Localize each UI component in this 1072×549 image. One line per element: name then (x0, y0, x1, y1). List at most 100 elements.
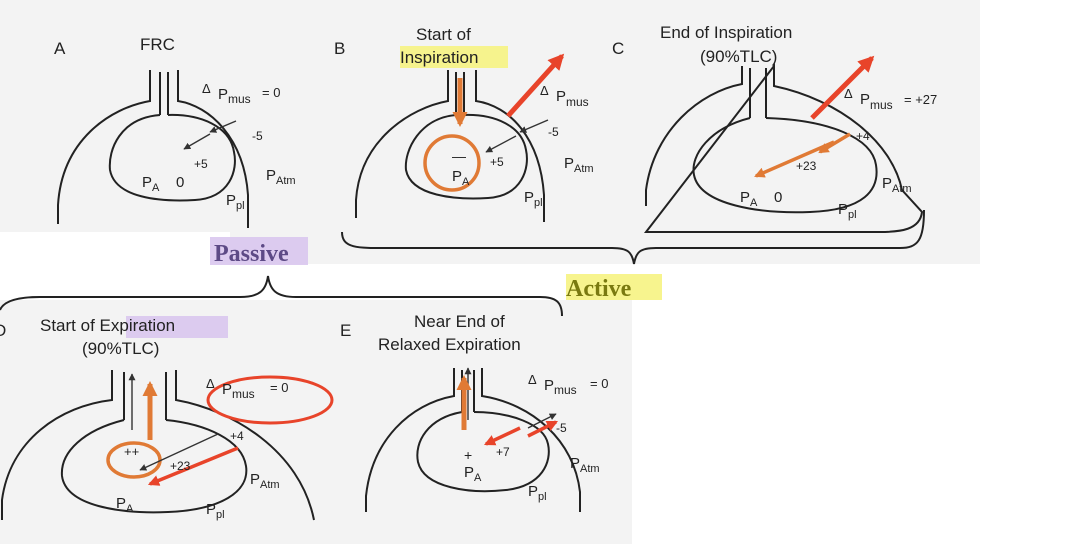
panel-b-patm-sub: Atm (574, 163, 594, 175)
panel-b-ppl: P (524, 189, 534, 206)
panel-c-pmus-sub: mus (870, 98, 893, 112)
panel-d-pmus: P (222, 381, 232, 398)
panel-a-ppl-sub: pl (236, 200, 245, 212)
panel-e-title-2: Relaxed Expiration (378, 335, 521, 354)
panel-b-pa: P (452, 168, 462, 185)
panel-c-recoil-value: +23 (796, 159, 817, 173)
panel-a-pa: P (142, 174, 152, 191)
panel-b-pleural-value: -5 (548, 125, 559, 139)
active-brace (341, 209, 925, 265)
panel-c-airway (749, 68, 767, 118)
panel-b-pmus: P (556, 88, 566, 105)
panel-a-title: FRC (140, 35, 175, 54)
panel-e: E Near End of Relaxed Expiration Δ P mus… (340, 312, 608, 512)
panel-d-pmus-circle (206, 375, 334, 425)
panel-a-patm: P (266, 167, 276, 184)
panel-d-ppl: P (206, 501, 216, 518)
panel-b-minus: — (452, 148, 466, 164)
panel-a-pleural-value: -5 (252, 129, 263, 143)
panel-d-pa-sub: A (126, 503, 134, 515)
panel-c-letter: C (612, 39, 624, 58)
panel-c-recoil-arrow (754, 140, 835, 178)
panel-a-letter: A (54, 39, 66, 58)
panel-c-pa-sub: A (750, 197, 758, 209)
panel-d-letter: D (0, 321, 6, 340)
panel-b-title-1: Start of (416, 25, 471, 44)
panel-a: A FRC Δ P mus = 0 -5 +5 P A 0 P Atm P pl (54, 35, 296, 228)
panel-e-patm: P (570, 455, 580, 472)
passive-label: Passive (214, 241, 289, 267)
panel-e-patm-sub: Atm (580, 463, 600, 475)
panel-d-pleural-value: +4 (230, 429, 244, 443)
panel-d-patm: P (250, 471, 260, 488)
panel-d-patm-sub: Atm (260, 479, 280, 491)
panel-b-lung (404, 113, 528, 200)
passive-label-highlight (210, 237, 308, 265)
panel-c-pmus-value: = +27 (904, 92, 937, 107)
panel-b-title-highlight (400, 46, 508, 68)
active-label-highlight (566, 274, 662, 300)
panel-e-pmus-value: = 0 (590, 376, 608, 391)
panel-e-pmus-sub: mus (554, 383, 577, 397)
panel-c-title-1: End of Inspiration (660, 23, 792, 42)
panel-b-ppl-sub: pl (534, 197, 543, 209)
panel-d-recoil-arrow (139, 433, 219, 471)
panel-a-pmus: P (218, 86, 228, 103)
panel-e-recoil-arrow-outer (527, 420, 559, 438)
panel-c-title-2: (90%TLC) (700, 47, 777, 66)
bottom-paper-background (0, 300, 632, 544)
panel-c-pmus: P (860, 91, 870, 108)
panel-e-pleural-value: -5 (556, 421, 567, 435)
panel-a-patm-sub: Atm (276, 175, 296, 187)
panel-d-pmus-value: = 0 (270, 380, 288, 395)
panel-e-pa: P (464, 464, 474, 481)
panel-a-recoil-arrow (183, 133, 211, 150)
panel-b-recoil-value: +5 (490, 155, 504, 169)
panel-b-patm: P (564, 155, 574, 172)
passive-brace (0, 275, 563, 317)
panel-b-letter: B (334, 39, 345, 58)
panel-d-title-2: (90%TLC) (82, 339, 159, 358)
panel-b: B Start of Inspiration Δ P mus -5 +5 — P… (334, 25, 594, 222)
panel-b-recoil-arrow (485, 135, 517, 153)
panel-c-pleural-arrow (818, 132, 851, 154)
panel-c-pmus-arrow (810, 55, 875, 120)
panel-c-delta: Δ (844, 86, 853, 101)
panel-d-pleural-arrow (147, 446, 239, 486)
active-label: Active (566, 276, 632, 302)
panel-c-patm: P (882, 175, 892, 192)
panel-e-ppl-sub: pl (538, 491, 547, 503)
panel-c-pa: P (740, 189, 750, 206)
panel-d-ppl-sub: pl (216, 509, 225, 521)
panel-a-pmus-value: = 0 (262, 85, 280, 100)
panel-c-ppl-sub: pl (848, 209, 857, 221)
panel-c-lung (692, 117, 878, 214)
panel-a-pa-sub: A (152, 182, 160, 194)
panel-e-recoil-arrow-inner (483, 426, 521, 446)
panel-b-title-2: Inspiration (400, 48, 478, 67)
panel-d-pa: P (116, 495, 126, 512)
panel-c-ppl: P (838, 201, 848, 218)
panel-b-delta: Δ (540, 83, 549, 98)
panel-c-chest-wall (643, 63, 924, 233)
panel-c-pleural-value: +4 (856, 129, 870, 143)
panel-e-ppl: P (528, 483, 538, 500)
panel-d-chest-wall (1, 370, 315, 521)
panel-c-pa-value: 0 (774, 189, 782, 206)
panel-c: C End of Inspiration (90%TLC) Δ P mus = … (612, 23, 937, 233)
panel-e-pmus: P (544, 377, 554, 394)
panel-e-title-1: Near End of (414, 312, 505, 331)
panel-a-pleural-arrow (209, 120, 237, 133)
panel-d-lung (60, 419, 248, 514)
panel-d-pmus-sub: mus (232, 387, 255, 401)
panel-a-ppl: P (226, 192, 236, 209)
panel-e-pa-sub: A (474, 472, 482, 484)
panel-a-pmus-sub: mus (228, 92, 251, 106)
panel-a-delta: Δ (202, 81, 211, 96)
panel-d-plus: ++ (124, 444, 139, 459)
panel-e-delta: Δ (528, 372, 537, 387)
panel-b-pa-sub: A (462, 176, 470, 188)
panel-a-lung (108, 113, 236, 202)
